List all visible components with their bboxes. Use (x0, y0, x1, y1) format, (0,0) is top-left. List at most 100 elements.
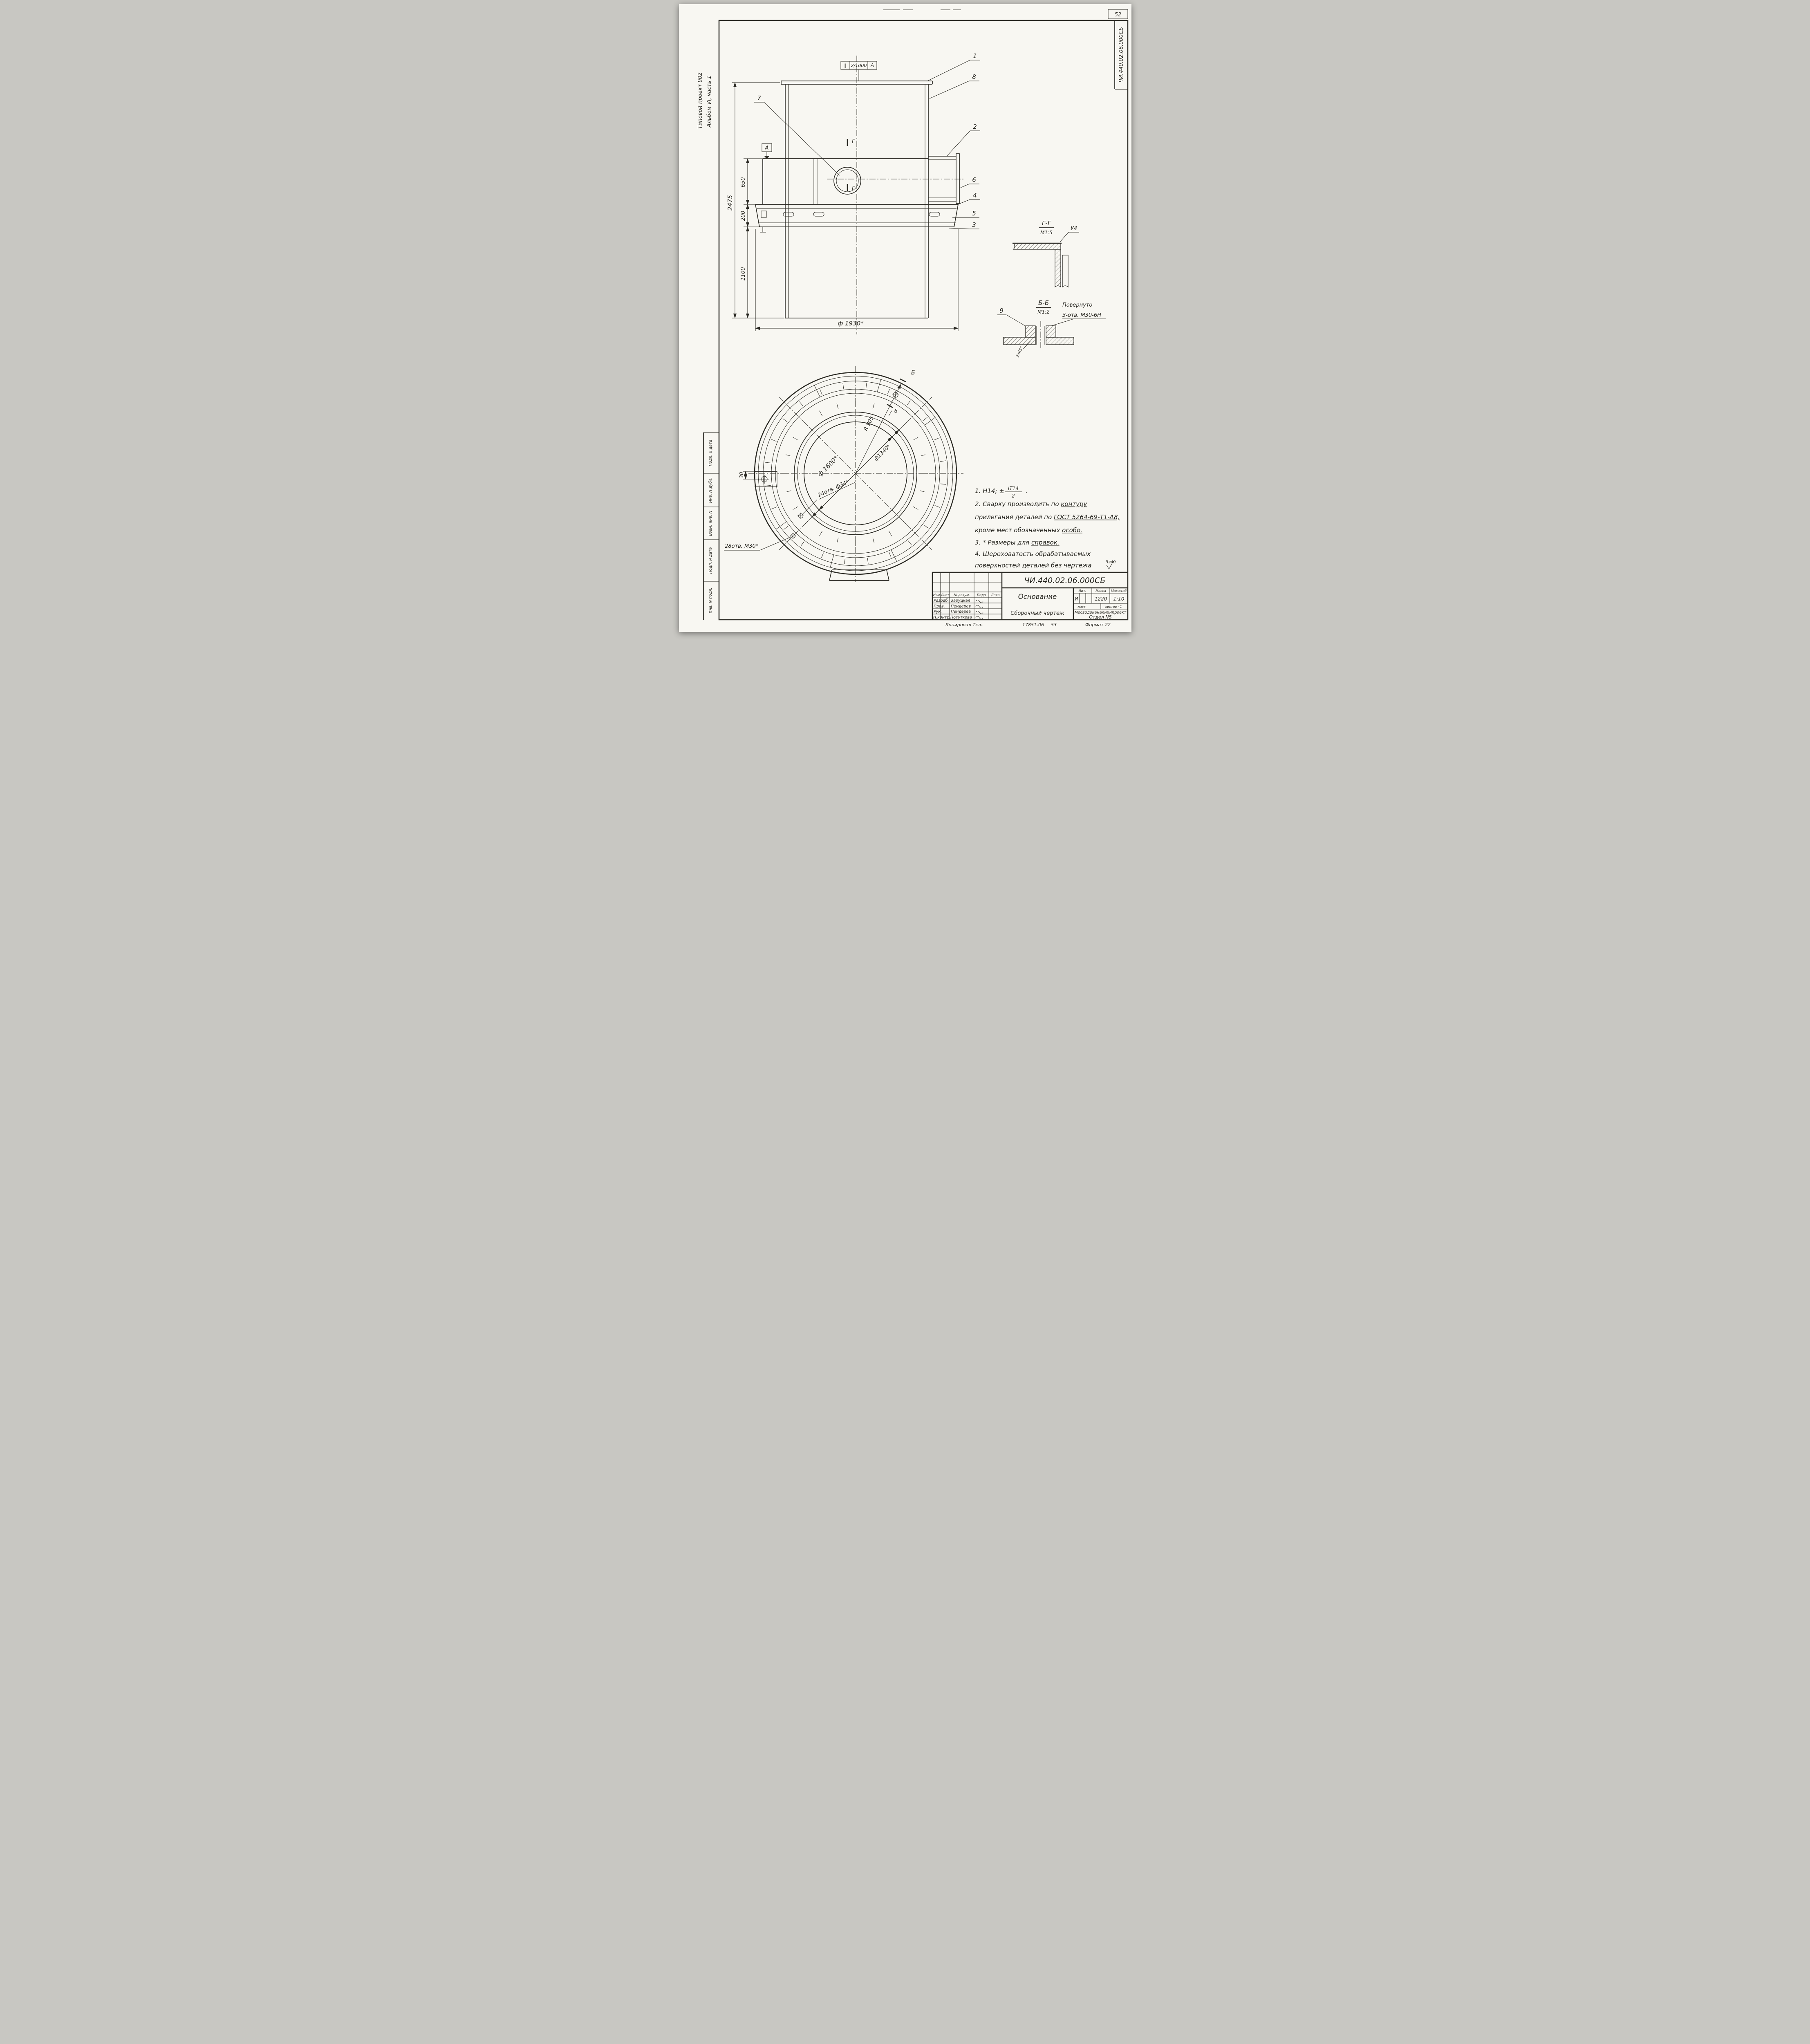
section-gg-callout: У4 (1070, 226, 1077, 232)
note-2-cont: прилегания деталей по ГОСТ 5264-69-Т1-Δ8… (975, 513, 1120, 521)
row-prov-role: Пров. (934, 604, 945, 609)
col-date: Дата (990, 593, 999, 597)
drawing-title: Основание (1018, 593, 1056, 601)
dim-2475: 2475 (726, 195, 734, 211)
callout-5: 5 (972, 210, 976, 217)
note-1-fraction-num: IT14 (1008, 486, 1018, 491)
ring-slot (813, 212, 824, 217)
gg-side-plate (1062, 255, 1069, 288)
col-izm: Изм (933, 593, 939, 597)
support-collar (762, 158, 928, 204)
section-bb-holes-note: 3-отв. М30-6Н (1062, 312, 1101, 318)
note-1-period: . (1026, 487, 1028, 495)
footer-strip: Копировал Ткл- 17851-06 53 Формат 22 (945, 622, 1111, 628)
ring-gusset (761, 211, 766, 218)
note-2: 2. Сварку производить по контуру (975, 500, 1087, 508)
ring-slot (929, 212, 940, 217)
flag-symbol: ∥ (844, 63, 847, 68)
footer-num2: 53 (1051, 622, 1057, 628)
tolerance-flag: ∥ 2/1000 А (840, 61, 877, 81)
drawing-subtitle: Сборочный чертеж (1010, 610, 1064, 616)
lit-value: И (1074, 596, 1077, 602)
signature-mark (975, 616, 983, 619)
callout-6: 6 (972, 176, 976, 184)
section-bb-rotated-note: Повернуто (1062, 302, 1092, 308)
section-letter-g-bottom: Г (852, 186, 856, 192)
note-2-cont2: кроме мест обозначенных особо. (975, 527, 1082, 534)
callout-4: 4 (973, 192, 977, 199)
title-block: ЧИ.440.02.06.000СБ Изм Лист № докум. Под… (932, 572, 1128, 620)
drawing-sheet: 52 ЧИ.440.02.06.000СБ Типовой проект 902… (679, 4, 1131, 632)
roughness-icon (1106, 560, 1113, 570)
note-4-cont: поверхностей деталей без чертежа (975, 562, 1092, 569)
dim-r905: R 905 (862, 415, 875, 432)
section-gg-scale: М1:5 (1040, 230, 1053, 235)
section-letter-b-outer: Б (911, 370, 915, 376)
note-1-fraction-den: 2 (1012, 493, 1015, 499)
datum-letter: А (764, 145, 768, 151)
branch-flange (955, 153, 960, 204)
lit-label: Лит. (1078, 589, 1086, 593)
mass-label: Масса (1095, 589, 1106, 593)
row-prov-name: Пендерев (951, 604, 971, 609)
plan-view: ф 1600* ф1340* R 905 Б б (724, 366, 963, 582)
page-number: 52 (1114, 12, 1121, 18)
footer-num1: 17851-06 (1022, 622, 1044, 628)
dim-30: 30 (739, 472, 744, 478)
callout-8: 8 (972, 73, 976, 81)
dim-650: 650 (740, 177, 746, 188)
dim-dia-1600: ф 1600* (816, 454, 840, 478)
page-number-box (1108, 9, 1128, 19)
margin-note-album: Альбом VI, часть 1 (706, 76, 712, 128)
note-1: 1. Н14; ± (975, 487, 1004, 495)
roughness-value: Rz40 (1105, 560, 1116, 565)
sheet-frame: 52 ЧИ.440.02.06.000СБ (718, 9, 1128, 621)
bb-geometry: 2x45° (1003, 321, 1074, 358)
datum-triangle (764, 156, 770, 159)
front-view: Г Г А (726, 52, 980, 334)
sheets-label: листов · 1 (1104, 605, 1122, 609)
margin-note-project: Типовой проект 902 (697, 72, 703, 129)
row-razrab-role: Разраб. (934, 598, 949, 603)
callout-3: 3 (972, 221, 976, 229)
margin-cell-inv-dubl: Инв. N дубл. (708, 477, 713, 503)
holes-m30-label: 28отв. М30* (725, 543, 759, 549)
section-letter-g-top: Г (852, 139, 856, 145)
note-4: 4. Шероховатость обрабатываемых (975, 550, 1091, 558)
section-bb-title: Б-Б (1038, 299, 1049, 307)
section-bb: Б-Б М1:2 Повернуто 3-отв. М30-6Н 9 2x45° (997, 299, 1106, 358)
org-department: Отдел N5 (1089, 614, 1111, 620)
left-margin-cells: Инв. N подл. Подп. и дата Взам. инв. N И… (703, 432, 719, 620)
margin-cell-podp-data2: Подп. и дата (708, 439, 713, 466)
left-margin-notes: Типовой проект 902 Альбом VI, часть 1 (697, 72, 712, 129)
hole-callout-f34: 24отв. ф34* (797, 479, 855, 519)
scale-label: Масштаб (1111, 589, 1126, 593)
signature-mark (975, 600, 983, 603)
row-razrab-name: Заруцкая (951, 598, 970, 603)
plan-circles (754, 372, 957, 575)
section-bb-scale: М1:2 (1037, 309, 1050, 315)
bb-chamfer-note: 2x45° (1015, 346, 1024, 358)
dim-1100: 1100 (740, 267, 746, 280)
margin-cell-podp-data: Подп. и дата (708, 547, 713, 574)
section-letter-b-inner: б (894, 408, 898, 414)
dim-200: 200 (740, 211, 746, 221)
page-background: 52 ЧИ.440.02.06.000СБ Типовой проект 902… (0, 0, 1810, 636)
technical-notes: 1. Н14; ± IT14 2 . 2. Сварку производить… (975, 486, 1120, 570)
margin-cell-inv-podl: Инв. N подл. (708, 588, 713, 614)
row-ruk-name: Пендерев (951, 610, 971, 614)
sheet-label: лист (1077, 605, 1086, 609)
scale-value: 1:10 (1113, 596, 1124, 602)
doc-code: ЧИ.440.02.06.000СБ (1024, 576, 1105, 585)
note-3: 3. * Размеры для справок. (975, 539, 1060, 546)
dim-dia-1340: ф1340* (873, 443, 892, 462)
flag-value: 2/1000 (851, 63, 867, 68)
dim-dia-1930: ф 1930* (838, 320, 864, 327)
row-nkontr-role: Н.контр. (933, 615, 951, 620)
col-sign: Подп (977, 593, 986, 597)
col-list: Лист (940, 593, 949, 597)
ring-slot (783, 212, 794, 217)
signature-mark (975, 611, 983, 614)
callout-9: 9 (999, 307, 1004, 314)
section-b-marks: Б б (886, 370, 915, 414)
